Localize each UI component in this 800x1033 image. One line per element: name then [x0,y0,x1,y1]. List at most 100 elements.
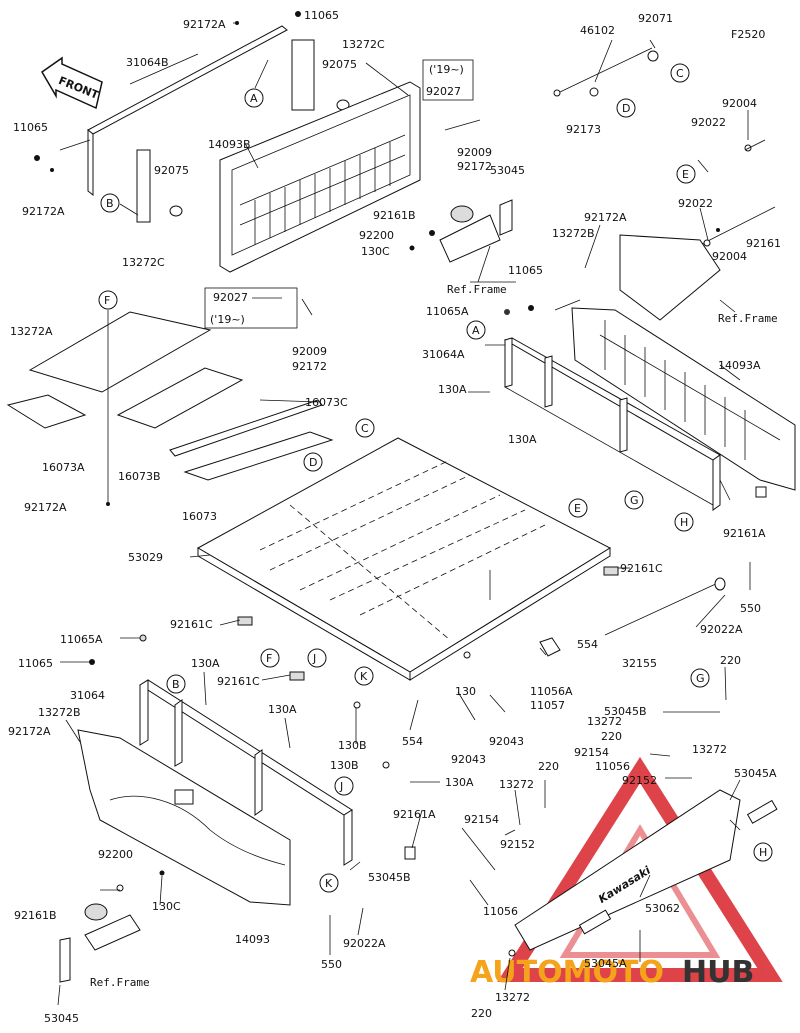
label-ref-frame-top: Ref.Frame [447,283,507,296]
label-11065-right: 11065 [508,264,543,277]
label-130C-top: 130C [361,245,390,258]
callout-G-right: G [624,490,644,510]
tailgate-panel-14093B [219,81,421,273]
rail-31064A [503,305,721,511]
label-16073: 16073 [182,510,217,523]
callout-H-bottom: H [753,842,773,862]
label-92004-bottom: 92004 [712,250,747,263]
svg-text:B: B [106,197,114,210]
label-53045-top: 53045 [490,164,525,177]
label-92027-top: 92027 [426,85,461,98]
svg-text:J: J [312,652,316,665]
label-130B-mid: 130B [330,759,359,772]
callout-D-bed: D [303,452,323,472]
label-92152-right: 92152 [622,774,657,787]
callout-J-left: J [334,776,354,796]
label-220-right: 220 [720,654,741,667]
label-92075-top: 92075 [322,58,357,71]
label-550-right: 550 [740,602,761,615]
label-92172-bottom: 92172 [292,360,327,373]
label-92009-bottom: 92009 [292,345,327,358]
label-53045-bottom: 53045 [44,1012,79,1025]
rail-31064 [89,634,416,866]
label-92172A-top: 92172A [183,18,226,31]
label-92009-top: 92009 [457,146,492,159]
label-32155: 32155 [622,657,657,670]
callout-K-left: K [319,873,339,893]
label-92200-bottom: 92200 [98,848,133,861]
label-11065A-right: 11065A [426,305,469,318]
label-11056A: 11056A [530,685,573,698]
latch-53045-top [409,199,513,263]
label-92161C-right: 92161C [620,562,663,575]
figure-code: F2520 [731,28,765,41]
label-13272C-top: 13272C [342,38,385,51]
label-130B-left: 130B [338,739,367,752]
callout-E-bed: E [568,498,588,518]
callout-A-right: A [466,320,486,340]
label-92161A-left: 92161A [393,808,436,821]
label-92022A-right: 92022A [700,623,743,636]
label-92161B-top: 92161B [373,209,416,222]
label-53062: 53062 [645,902,680,915]
svg-text:E: E [682,168,689,181]
svg-text:D: D [309,456,317,469]
label-11056-right: 11056 [595,760,630,773]
label-14093: 14093 [235,933,270,946]
label-550-left: 550 [321,958,342,971]
label-13272C-left: 13272C [122,256,165,269]
label-53045B-right: 53045B [604,705,647,718]
bolt-92172A-left [50,168,54,172]
label-13272A: 13272A [10,325,53,338]
label-92172A-bottom: 92172A [8,725,51,738]
label-92154-right: 92154 [574,746,609,759]
svg-text:G: G [630,494,639,507]
label-92152-mid: 92152 [500,838,535,851]
watermark-text-2: HUB [682,955,754,990]
svg-text:F: F [104,294,110,307]
rail-31064B [59,25,315,223]
label-31064B: 31064B [126,56,169,69]
callout-F-bed: F [260,648,280,668]
label-53045A-bottom: 53045A [584,957,627,970]
label-92161C-mid: 92161C [217,675,260,688]
label-220-bottom: 220 [471,1007,492,1020]
label-16073B: 16073B [118,470,161,483]
label-92161A-right: 92161A [723,527,766,540]
cap-92161B-top [450,205,474,223]
svg-text:K: K [325,877,333,890]
callout-E-top: E [676,164,696,184]
label-13272-right-1: 13272 [587,715,622,728]
svg-text:C: C [361,422,369,435]
label-92161: 92161 [746,237,781,250]
label-92200-top: 92200 [359,229,394,242]
year-note-box-bottom [204,287,298,329]
label-92154-mid: 92154 [464,813,499,826]
label-130A-bottom: 130A [445,776,474,789]
bed-mats [6,310,334,506]
label-554-mid: 554 [402,735,423,748]
label-130-mid: 130 [455,685,476,698]
nut-11065-left [34,155,40,161]
label-14093A: 14093A [718,359,761,372]
label-ref-frame-bottom: Ref.Frame [90,976,150,989]
label-92172A-left: 92172A [22,205,65,218]
label-92173: 92173 [566,123,601,136]
label-year-note-1: ('19~) [429,63,464,76]
svg-text:F: F [266,652,272,665]
label-11065-top: 11065 [304,9,339,22]
label-13272B-right: 13272B [552,227,595,240]
svg-text:J: J [339,780,343,793]
label-130A-right-2: 130A [508,433,537,446]
label-31064: 31064 [70,689,105,702]
label-14093B: 14093B [208,138,251,151]
label-92172-top: 92172 [457,160,492,173]
label-31064A: 31064A [422,348,465,361]
label-11057: 11057 [530,699,565,712]
label-92071: 92071 [638,12,673,25]
leader-lines [57,22,749,1006]
year-note-box-top [422,59,474,101]
label-13272-bottom: 13272 [495,991,530,1004]
hinge-rod-32155 [604,562,751,636]
label-53029: 53029 [128,551,163,564]
